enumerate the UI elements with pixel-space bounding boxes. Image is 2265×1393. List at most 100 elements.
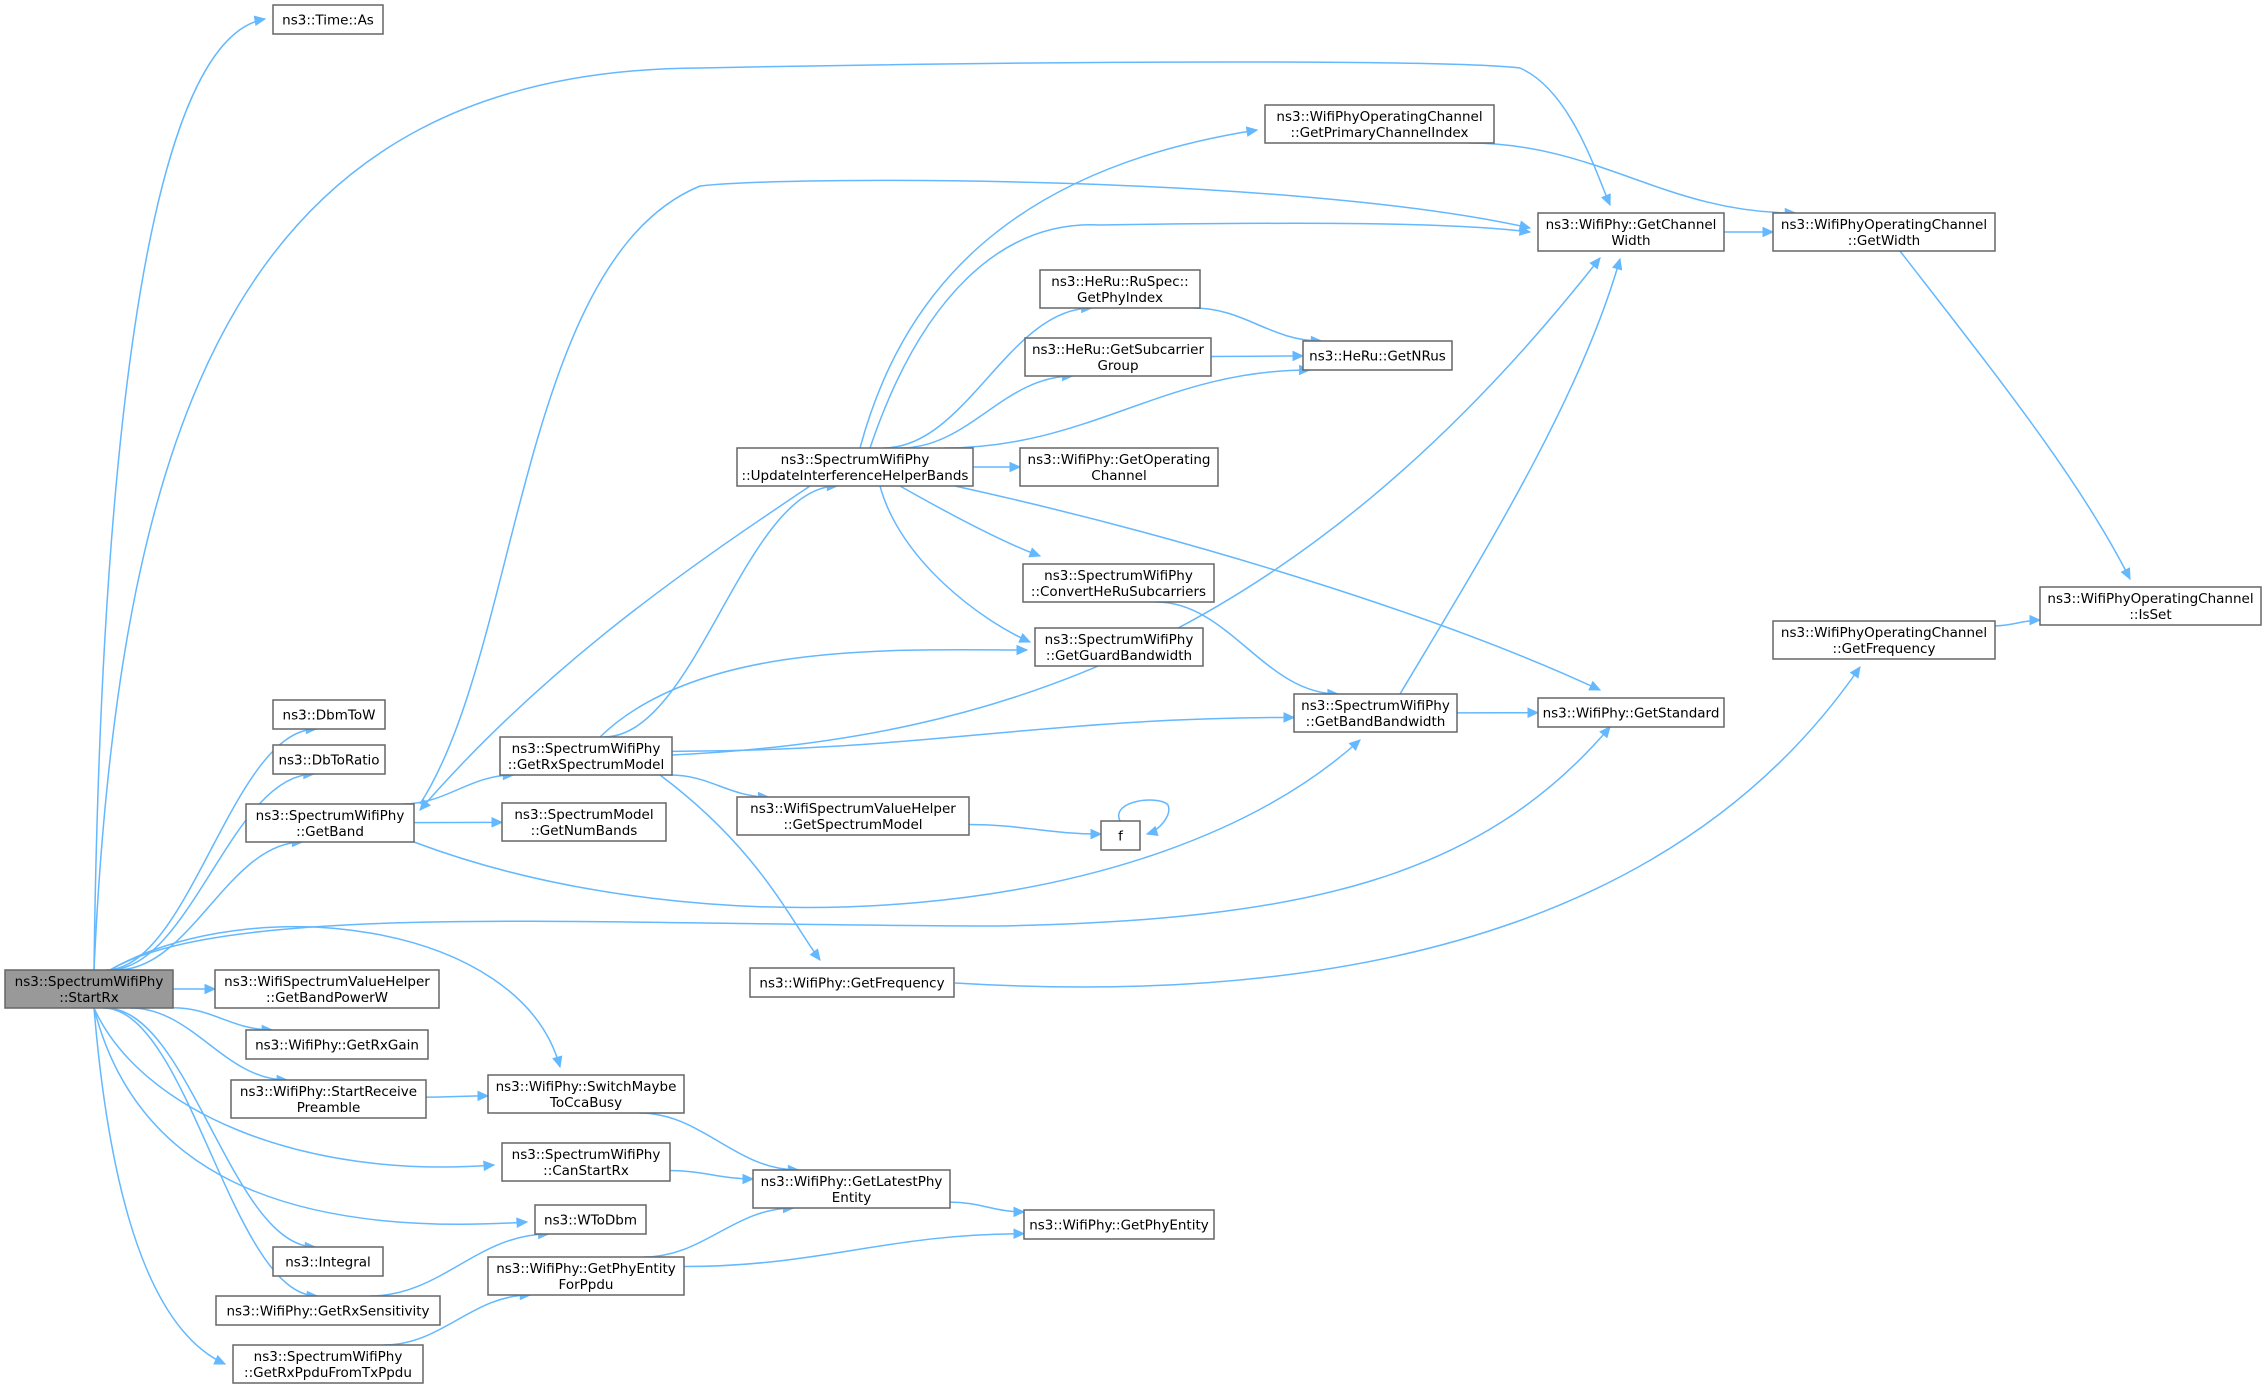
node-f[interactable]: f: [1100, 820, 1141, 851]
node-label: ns3::WifiPhyOperatingChannel: [1781, 625, 1987, 641]
node-box: [1264, 104, 1495, 144]
node-box: [1537, 212, 1725, 252]
node-getrxspectrummodel[interactable]: ns3::SpectrumWifiPhy::GetRxSpectrumModel: [499, 736, 673, 776]
node-box: [245, 803, 415, 843]
node-integral[interactable]: ns3::Integral: [272, 1246, 384, 1277]
edge-arrowhead: [1601, 193, 1611, 207]
node-getspectrummodel[interactable]: ns3::WifiSpectrumValueHelper::GetSpectru…: [736, 796, 970, 836]
node-opchannel_getfrequency[interactable]: ns3::WifiPhyOperatingChannel::GetFrequen…: [1772, 620, 1996, 660]
edge-getrxspectrummodel-to-getguardbandwidth: [599, 644, 1029, 738]
node-label: ns3::DbToRatio: [278, 753, 379, 769]
edge-arrowhead: [1849, 665, 1861, 679]
node-label: ::GetSpectrumModel: [783, 817, 922, 833]
edge-line: [109, 726, 1611, 971]
node-getphyentity[interactable]: ns3::WifiPhy::GetPhyEntity: [1023, 1209, 1215, 1240]
node-box: [272, 1246, 384, 1277]
node-label: ns3::SpectrumWifiPhy: [512, 741, 661, 757]
node-getstandard[interactable]: ns3::WifiPhy::GetStandard: [1537, 697, 1725, 728]
edge-opchannel_getwidth-to-opchannel_isset: [1899, 250, 2131, 581]
node-ruspec_getphyindex[interactable]: ns3::HeRu::RuSpec::GetPhyIndex: [1039, 269, 1201, 309]
node-wifiphy_getfrequency[interactable]: ns3::WifiPhy::GetFrequency: [749, 967, 955, 998]
node-opchannel_getwidth[interactable]: ns3::WifiPhyOperatingChannel::GetWidth: [1772, 212, 1996, 252]
node-label: Width: [1611, 233, 1650, 249]
node-updateinterferencehelperbands[interactable]: ns3::SpectrumWifiPhy::UpdateInterference…: [736, 447, 974, 487]
node-label: ns3::SpectrumModel: [514, 807, 653, 823]
node-box: [1022, 563, 1215, 603]
edge-startrx-to-getrxppdufromtxppdu: [93, 1007, 227, 1365]
edge-line: [93, 1007, 226, 1365]
node-box: [736, 796, 970, 836]
node-label: ::GetBandPowerW: [266, 990, 388, 1006]
node-box: [214, 969, 440, 1009]
node-convertherusubcarriers[interactable]: ns3::SpectrumWifiPhy::ConvertHeRuSubcarr…: [1022, 563, 1215, 603]
node-label: ns3::WifiPhy::StartReceive: [240, 1084, 417, 1100]
node-label: ns3::Time::As: [282, 13, 374, 29]
edge-getband-to-getnumbands: [413, 817, 504, 828]
edge-line: [383, 1294, 531, 1346]
node-getrxsensitivity[interactable]: ns3::WifiPhy::GetRxSensitivity: [215, 1295, 441, 1326]
edge-line: [172, 1007, 273, 1031]
node-getbandbandwidth[interactable]: ns3::SpectrumWifiPhy::GetBandBandwidth: [1293, 693, 1458, 733]
node-label: ::GetBand: [296, 824, 364, 840]
edge-line: [603, 485, 838, 738]
edge-line: [1899, 250, 2131, 580]
edge-arrowhead: [1013, 1228, 1026, 1239]
edge-updateinterferencehelperbands-to-getoperatingchannel: [972, 461, 1022, 473]
edge-line: [883, 307, 1092, 449]
edge-arrowhead: [483, 1160, 496, 1172]
edge-arrowhead: [1245, 126, 1259, 137]
node-label: f: [1118, 829, 1124, 845]
edge-line: [419, 179, 1531, 805]
node-dbmtow[interactable]: ns3::DbmToW: [272, 699, 386, 730]
node-label: ns3::Integral: [285, 1255, 371, 1271]
node-getbandpowerw[interactable]: ns3::WifiSpectrumValueHelper::GetBandPow…: [214, 969, 440, 1009]
edge-line: [1210, 355, 1304, 358]
node-getguardbandwidth[interactable]: ns3::SpectrumWifiPhy::GetGuardBandwidth: [1034, 627, 1204, 667]
edge-getprimarychannelindex-to-opchannel_getwidth: [1468, 142, 1797, 219]
edge-line: [659, 774, 821, 961]
edge-getchannelwidth-to-opchannel_getwidth: [1723, 226, 1775, 238]
node-label: ns3::SpectrumWifiPhy: [254, 1349, 403, 1365]
node-startrx[interactable]: ns3::SpectrumWifiPhy::StartRx: [4, 969, 174, 1009]
edge-startrx-to-getstandard: [109, 726, 1611, 971]
node-label: ::UpdateInterferenceHelperBands: [742, 468, 969, 484]
node-getrxgain[interactable]: ns3::WifiPhy::GetRxGain: [245, 1029, 429, 1060]
node-dbtoratio[interactable]: ns3::DbToRatio: [272, 744, 386, 775]
node-getnumbands[interactable]: ns3::SpectrumModel::GetNumBands: [501, 802, 667, 842]
edge-line: [1117, 799, 1170, 835]
node-label: GetPhyIndex: [1077, 290, 1163, 306]
edge-getrxspectrummodel-to-wifiphy_getfrequency: [659, 774, 821, 961]
node-box: [487, 1074, 685, 1114]
edge-getphyentityforppdu-to-getlatestphyentity: [643, 1202, 795, 1258]
edge-getband-to-getbandbandwidth: [413, 739, 1361, 909]
node-time_as[interactable]: ns3::Time::As: [272, 4, 384, 35]
node-canstartrx[interactable]: ns3::SpectrumWifiPhy::CanStartRx: [501, 1142, 671, 1182]
node-wtodbm[interactable]: ns3::WToDbm: [534, 1204, 647, 1235]
edge-getrxspectrummodel-to-updateinterferencehelperbands: [603, 480, 839, 738]
edge-arrowhead: [1018, 632, 1032, 643]
node-box: [501, 1142, 671, 1182]
node-opchannel_isset[interactable]: ns3::WifiPhyOperatingChannel::IsSet: [2039, 586, 2262, 626]
node-label: ns3::WifiPhyOperatingChannel: [2047, 591, 2253, 607]
edge-arrowhead: [742, 1173, 755, 1185]
node-label: Entity: [832, 1190, 871, 1206]
node-getrxppdufromtxppdu[interactable]: ns3::SpectrumWifiPhy::GetRxPpduFromTxPpd…: [232, 1344, 424, 1384]
node-label: ns3::SpectrumWifiPhy: [256, 808, 405, 824]
node-getband[interactable]: ns3::SpectrumWifiPhy::GetBand: [245, 803, 415, 843]
edge-arrowhead: [1028, 547, 1042, 558]
edge-getspectrummodel-to-f: [968, 823, 1103, 840]
edge-line: [103, 1007, 318, 1297]
node-label: ns3::WToDbm: [544, 1213, 637, 1229]
node-label: Channel: [1091, 468, 1146, 484]
node-getnrus[interactable]: ns3::HeRu::GetNRus: [1302, 340, 1453, 371]
node-label: ns3::SpectrumWifiPhy: [1044, 568, 1193, 584]
node-getprimarychannelindex[interactable]: ns3::WifiPhyOperatingChannel::GetPrimary…: [1264, 104, 1495, 144]
